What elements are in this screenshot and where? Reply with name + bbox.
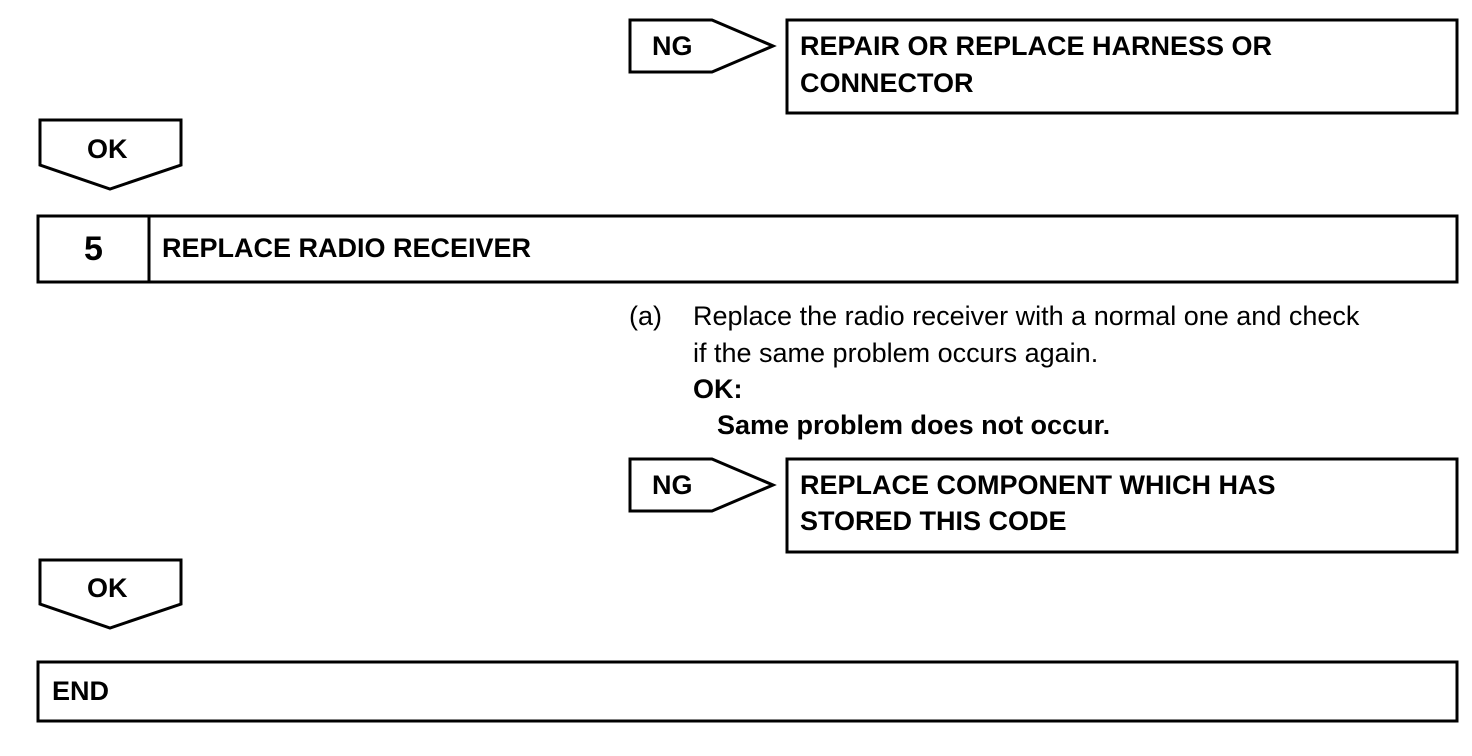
step-number: 5 bbox=[84, 230, 103, 268]
end-label: END bbox=[52, 676, 110, 706]
ng-target-box-1 bbox=[785, 18, 1459, 115]
ok-label-1: OK bbox=[87, 134, 128, 164]
ng-target-2-line1: REPLACE COMPONENT WHICH HAS bbox=[800, 470, 1276, 500]
instruction-line-2: if the same problem occurs again. bbox=[693, 338, 1099, 368]
end-box bbox=[36, 660, 1459, 723]
ng-target-box-2 bbox=[785, 457, 1459, 554]
ok-heading: OK: bbox=[693, 374, 743, 404]
step-title: REPLACE RADIO RECEIVER bbox=[162, 233, 532, 263]
instruction-marker: (a) bbox=[629, 301, 662, 331]
ok-arrow-1 bbox=[38, 118, 183, 191]
ng-label-2: NG bbox=[652, 470, 693, 500]
ok-label-2: OK bbox=[87, 573, 128, 603]
ng-target-1-line1: REPAIR OR REPLACE HARNESS OR bbox=[800, 31, 1273, 61]
ok-criteria: Same problem does not occur. bbox=[717, 410, 1111, 440]
ng-arrow-2 bbox=[628, 457, 777, 513]
instruction-line-1: Replace the radio receiver with a normal… bbox=[693, 301, 1360, 331]
ng-label-1: NG bbox=[652, 31, 693, 61]
ng-arrow-1 bbox=[628, 18, 777, 74]
ok-arrow-2 bbox=[38, 558, 183, 630]
ng-target-1-line2: CONNECTOR bbox=[800, 68, 974, 98]
step-5-box bbox=[36, 214, 1459, 284]
ng-target-2-line2: STORED THIS CODE bbox=[800, 506, 1067, 536]
